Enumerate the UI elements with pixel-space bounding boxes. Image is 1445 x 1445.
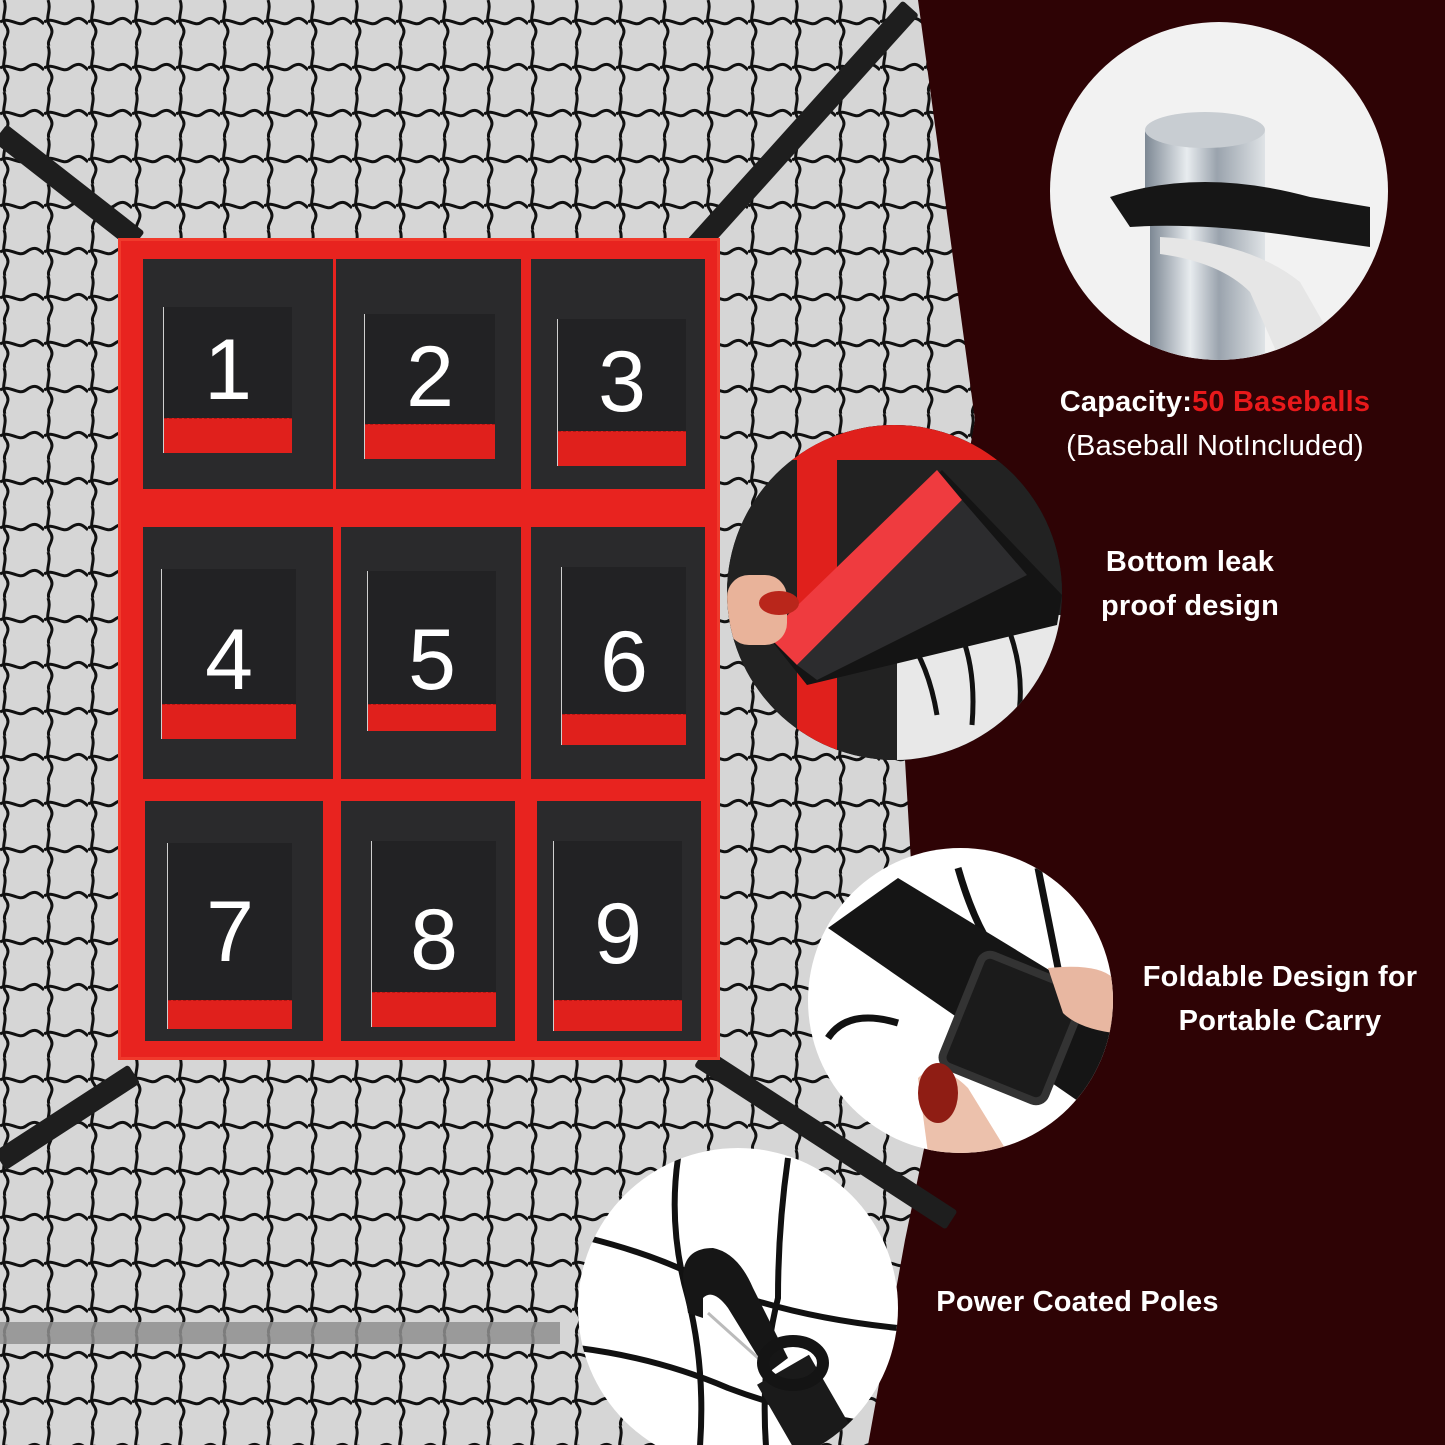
velcro-tab xyxy=(562,714,686,745)
capacity-note: (Baseball NotIncluded) xyxy=(1066,430,1364,462)
velcro-tab xyxy=(164,418,292,453)
zone-number: 8 xyxy=(410,892,458,988)
zone-number: 1 xyxy=(204,322,252,418)
zone-pocket-1: 1 xyxy=(143,259,333,489)
velcro-tab xyxy=(554,1000,682,1031)
foldable-line-2: Portable Carry xyxy=(1178,1005,1382,1037)
feature-caption-leak-proof: Bottom leak proof design xyxy=(1070,540,1310,628)
zone-number: 9 xyxy=(594,886,642,982)
zone-number: 6 xyxy=(600,614,648,710)
feature-image-pole xyxy=(1050,22,1388,360)
clip-hook-icon xyxy=(578,1157,898,1445)
zone-pocket-6: 6 xyxy=(531,527,705,779)
strike-zone-target: 1 2 3 4 5 6 7 8 9 xyxy=(118,238,720,1060)
zone-pocket-8: 8 xyxy=(341,801,515,1041)
zone-pocket-4: 4 xyxy=(143,527,333,779)
net-frame-bar xyxy=(0,1322,560,1344)
zone-pocket-9: 9 xyxy=(537,801,701,1041)
feature-image-leak-proof xyxy=(727,425,1062,760)
pocket-flap-icon xyxy=(727,425,1062,760)
zone-number: 7 xyxy=(206,884,254,980)
leak-proof-line-1: Bottom leak xyxy=(1105,546,1275,578)
velcro-tab xyxy=(168,1000,292,1029)
feature-caption-foldable: Foldable Design for Portable Carry xyxy=(1115,955,1445,1043)
velcro-tab xyxy=(558,431,686,466)
feature-caption-poles: Power Coated Poles xyxy=(905,1280,1250,1324)
velcro-tab xyxy=(365,424,495,459)
zone-pocket-5: 5 xyxy=(341,527,521,779)
feature-image-poles xyxy=(578,1148,898,1445)
zone-number: 5 xyxy=(408,612,456,708)
velcro-tab xyxy=(368,704,496,731)
velcro-tab xyxy=(372,992,496,1027)
feature-caption-capacity: Capacity:50 Baseballs (Baseball NotInclu… xyxy=(1010,380,1420,468)
feature-image-foldable xyxy=(808,848,1113,1153)
buckle-icon xyxy=(825,867,1113,1153)
poles-line-1: Power Coated Poles xyxy=(936,1286,1219,1318)
zone-number: 3 xyxy=(598,334,646,430)
capacity-label: Capacity: xyxy=(1059,386,1193,418)
zone-pocket-7: 7 xyxy=(145,801,323,1041)
capacity-value: 50 Baseballs xyxy=(1192,386,1371,418)
foldable-line-1: Foldable Design for xyxy=(1142,961,1418,993)
zone-number: 2 xyxy=(406,329,454,425)
velcro-tab xyxy=(162,704,296,739)
leak-proof-line-2: proof design xyxy=(1100,590,1279,622)
pole-icon xyxy=(1110,112,1370,360)
zone-pocket-2: 2 xyxy=(336,259,521,489)
zone-number: 4 xyxy=(205,612,253,708)
zone-pocket-3: 3 xyxy=(531,259,705,489)
